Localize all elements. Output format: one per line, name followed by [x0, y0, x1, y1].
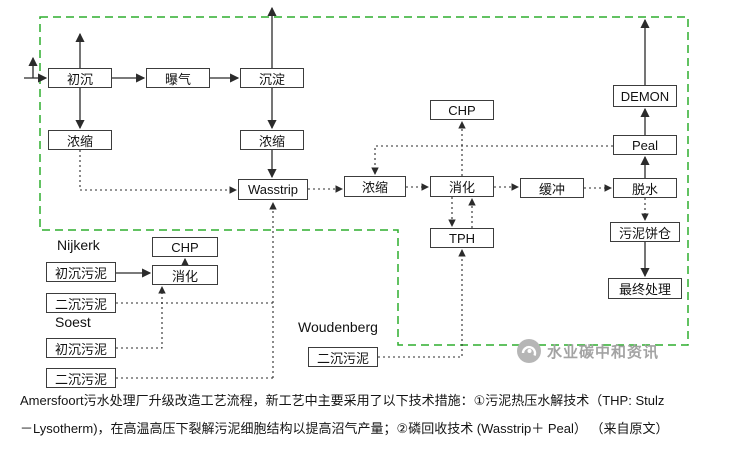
- node-final-disposal: 最终处理: [608, 278, 682, 299]
- node-sludge-cake-silo: 污泥饼仓: [610, 222, 680, 242]
- node-tph: TPH: [430, 228, 494, 248]
- node-soest-primary-sludge: 初沉污泥: [46, 338, 116, 358]
- edge-primary-thickener-wasstrip: [79, 150, 237, 194]
- node-primary-sedimentation: 初沉: [48, 68, 112, 88]
- node-soest-secondary-sludge: 二沉污泥: [46, 368, 116, 388]
- node-peal: Peal: [613, 135, 677, 155]
- node-aeration: 曝气: [146, 68, 210, 88]
- node-final-clarifier: 沉淀: [240, 68, 304, 88]
- node-chp-main: CHP: [430, 100, 494, 120]
- region-label-nijkerk: Nijkerk: [57, 237, 100, 253]
- node-thickener-right: 浓缩: [344, 176, 406, 197]
- region-label-woudenberg: Woudenberg: [298, 319, 378, 335]
- node-nijkerk-primary-sludge: 初沉污泥: [46, 262, 116, 282]
- node-dewatering: 脱水: [613, 178, 677, 198]
- region-label-soest: Soest: [55, 314, 91, 330]
- node-nijkerk-secondary-sludge: 二沉污泥: [46, 293, 116, 313]
- node-thickener-left: 浓缩: [48, 130, 112, 150]
- node-demon: DEMON: [613, 85, 677, 107]
- edge-soest-primary-digester: [116, 286, 166, 349]
- node-thickener-mid: 浓缩: [240, 130, 304, 150]
- figure-caption: Amersfoort污水处理厂升级改造工艺流程，新工艺中主要采用了以下技术措施：…: [20, 387, 725, 443]
- caption-line-2: －Lysotherm)，在高温高压下裂解污泥细胞结构以提高沼气产量；②磷回收技术…: [20, 421, 669, 436]
- edge-woudenberg-secondary-tph: [378, 249, 466, 358]
- watermark: 水业碳中和资讯: [516, 338, 659, 364]
- node-woudenberg-secondary-sludge: 二沉污泥: [308, 347, 378, 367]
- edge-peal-return-thickener: [371, 145, 613, 175]
- node-nijkerk-chp: CHP: [152, 237, 218, 257]
- node-nijkerk-digester: 消化: [152, 265, 218, 285]
- node-digester-main: 消化: [430, 176, 494, 197]
- watermark-logo-icon: [517, 339, 541, 363]
- node-buffer: 缓冲: [520, 178, 584, 198]
- node-wasstrip: Wasstrip: [238, 179, 308, 200]
- caption-line-1: Amersfoort污水处理厂升级改造工艺流程，新工艺中主要采用了以下技术措施：…: [20, 393, 665, 408]
- new-process-boundary: [39, 16, 689, 346]
- watermark-text: 水业碳中和资讯: [547, 343, 660, 361]
